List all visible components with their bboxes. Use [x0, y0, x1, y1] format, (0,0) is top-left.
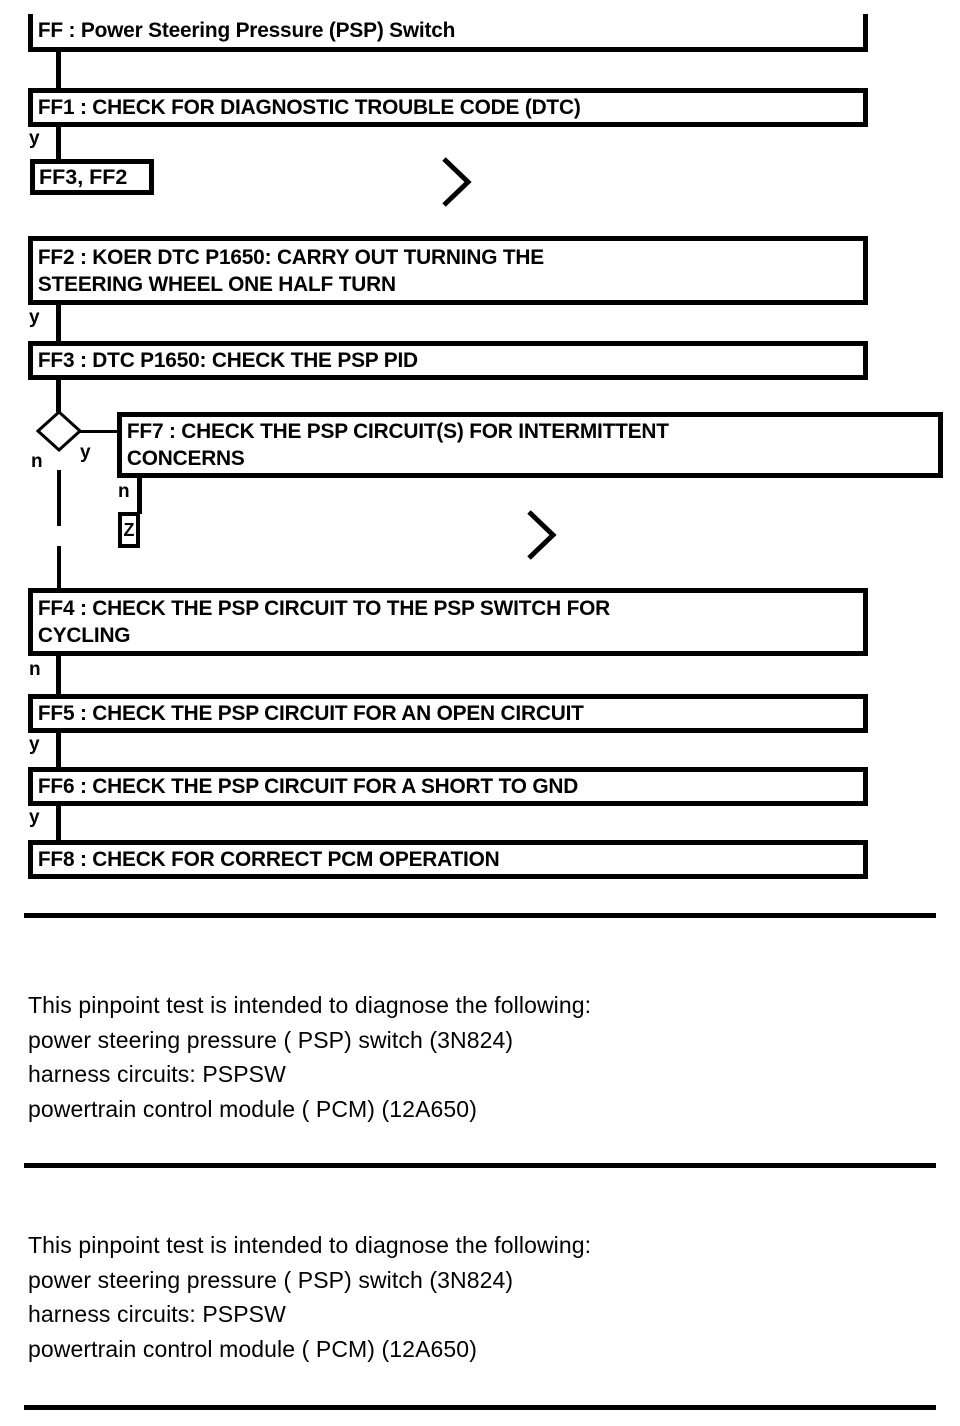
- chevron-right-icon-top: [440, 155, 480, 209]
- connector-decision-no-segment-2: [57, 546, 61, 588]
- connector-ff4-to-ff5: [56, 656, 61, 694]
- note-paragraph-2: This pinpoint test is intended to diagno…: [28, 1232, 592, 1362]
- branch-label-ff7-no: n: [118, 481, 130, 502]
- flow-step-ff3[interactable]: FF3 : DTC P1650: CHECK THE PSP PID: [28, 341, 868, 380]
- flow-step-ff8[interactable]: FF8 : CHECK FOR CORRECT PCM OPERATION: [28, 840, 868, 879]
- connector-ff1-to-ff3ff2: [56, 127, 61, 159]
- section-divider-2: [24, 1163, 936, 1168]
- flow-step-ff4[interactable]: FF4 : CHECK THE PSP CIRCUIT TO THE PSP S…: [28, 588, 868, 656]
- flow-step-ff7[interactable]: FF7 : CHECK THE PSP CIRCUIT(S) FOR INTER…: [117, 412, 943, 478]
- flow-step-ff4-label: FF4 : CHECK THE PSP CIRCUIT TO THE PSP S…: [37, 596, 611, 647]
- connector-ff5-to-ff6: [56, 733, 61, 767]
- note-paragraph-1: This pinpoint test is intended to diagno…: [28, 992, 592, 1122]
- flow-step-ff7-label: FF7 : CHECK THE PSP CIRCUIT(S) FOR INTER…: [126, 419, 669, 470]
- branch-label-ff4-no: n: [29, 659, 41, 680]
- chevron-right-icon-middle: [525, 508, 565, 562]
- branch-label-decision-no: n: [31, 451, 43, 472]
- flow-step-ff-header-label: FF : Power Steering Pressure (PSP) Switc…: [37, 18, 456, 42]
- flow-terminator-box-z[interactable]: Z: [118, 512, 140, 548]
- flow-terminator-box-z-label: Z: [123, 520, 135, 540]
- flow-step-ff8-label: FF8 : CHECK FOR CORRECT PCM OPERATION: [37, 847, 500, 871]
- connector-decision-to-ff7: [80, 430, 120, 433]
- connector-ff2-to-ff3: [56, 305, 61, 343]
- flow-step-ff1-label: FF1 : CHECK FOR DIAGNOSTIC TROUBLE CODE …: [37, 95, 581, 119]
- branch-label-decision-yes: y: [80, 442, 91, 463]
- flow-step-ff2-label: FF2 : KOER DTC P1650: CARRY OUT TURNING …: [37, 244, 544, 296]
- decision-diamond-ff3[interactable]: [36, 410, 82, 452]
- section-divider-1: [24, 913, 936, 918]
- section-divider-3: [24, 1405, 936, 1410]
- flow-ref-box-ff3-ff2[interactable]: FF3, FF2: [30, 159, 154, 195]
- flow-step-ff6[interactable]: FF6 : CHECK THE PSP CIRCUIT FOR A SHORT …: [28, 767, 868, 806]
- connector-ff3-to-decision: [56, 380, 61, 412]
- connector-header-to-ff1: [56, 52, 61, 90]
- branch-label-ff1-yes: y: [29, 128, 40, 149]
- flow-step-ff2[interactable]: FF2 : KOER DTC P1650: CARRY OUT TURNING …: [28, 236, 868, 305]
- flow-step-ff5[interactable]: FF5 : CHECK THE PSP CIRCUIT FOR AN OPEN …: [28, 694, 868, 733]
- flow-step-ff1[interactable]: FF1 : CHECK FOR DIAGNOSTIC TROUBLE CODE …: [28, 88, 868, 127]
- connector-ff6-to-ff8: [56, 806, 61, 840]
- branch-label-ff2-yes: y: [29, 307, 40, 328]
- flow-step-ff5-label: FF5 : CHECK THE PSP CIRCUIT FOR AN OPEN …: [37, 701, 584, 725]
- connector-ff7-to-terminator: [137, 478, 142, 514]
- flow-step-ff6-label: FF6 : CHECK THE PSP CIRCUIT FOR A SHORT …: [37, 774, 579, 798]
- flow-step-ff-header[interactable]: FF : Power Steering Pressure (PSP) Switc…: [28, 14, 868, 52]
- flow-ref-box-ff3-ff2-label: FF3, FF2: [39, 165, 128, 189]
- connector-decision-no-segment-1: [57, 470, 61, 526]
- flow-step-ff3-label: FF3 : DTC P1650: CHECK THE PSP PID: [37, 348, 418, 372]
- branch-label-ff5-yes: y: [29, 734, 40, 755]
- branch-label-ff6-yes: y: [29, 807, 40, 828]
